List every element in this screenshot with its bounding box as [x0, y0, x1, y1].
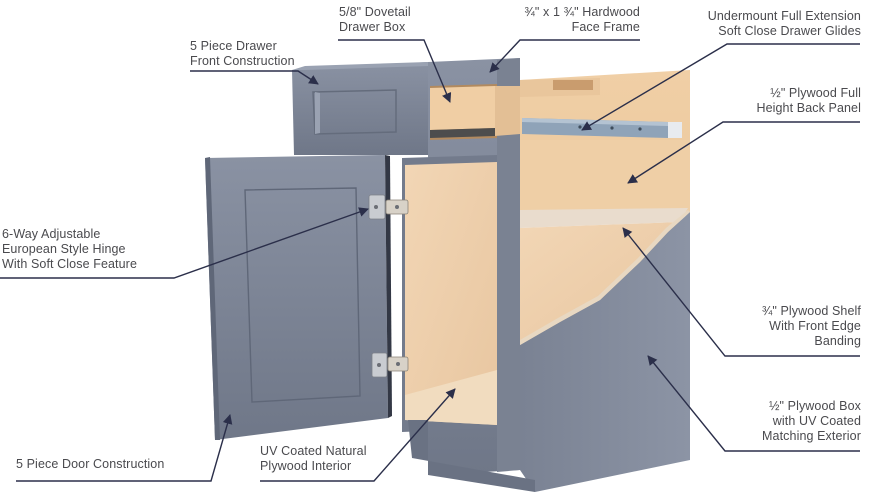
callout-shelf: ¾" Plywood Shelf With Front Edge Banding: [762, 304, 861, 349]
callout-line: 5 Piece Door Construction: [16, 457, 165, 471]
drawer-front: [292, 62, 428, 155]
callout-line: European Style Hinge: [2, 242, 126, 256]
callout-hinge: 6-Way Adjustable European Style Hinge Wi…: [2, 227, 137, 272]
callout-door: 5 Piece Door Construction: [16, 457, 164, 472]
callout-line: ¾" Plywood Shelf: [761, 304, 861, 318]
callout-drawer-front: 5 Piece Drawer Front Construction: [190, 39, 295, 69]
callout-line: Undermount Full Extension: [707, 9, 861, 23]
callout-dovetail-box: 5/8" Dovetail Drawer Box: [339, 5, 411, 35]
callout-line: ¾" x 1 ¾" Hardwood: [524, 5, 640, 19]
callout-back-panel: ½" Plywood Full Height Back Panel: [756, 86, 861, 116]
callout-face-frame: ¾" x 1 ¾" Hardwood Face Frame: [524, 5, 640, 35]
callout-line: Soft Close Drawer Glides: [718, 24, 861, 38]
side-panel: [520, 210, 690, 492]
callout-line: Plywood Interior: [260, 459, 352, 473]
callout-drawer-glides: Undermount Full Extension Soft Close Dra…: [708, 9, 861, 39]
callout-line: Matching Exterior: [762, 429, 861, 443]
interior-lower: [520, 222, 680, 345]
callout-line: ½" Plywood Box: [769, 399, 861, 413]
callout-line: Drawer Box: [339, 20, 406, 34]
callout-line: Height Back Panel: [756, 101, 861, 115]
leader-lines: [0, 39, 860, 482]
callout-line: With Soft Close Feature: [2, 257, 137, 271]
callout-line: With Front Edge: [769, 319, 861, 333]
hinge-bottom: [371, 352, 409, 378]
callout-line: 5 Piece Drawer: [190, 39, 277, 53]
callout-interior: UV Coated Natural Plywood Interior: [260, 444, 367, 474]
callout-line: with UV Coated: [772, 414, 861, 428]
callout-line: 5/8" Dovetail: [339, 5, 411, 19]
callout-plywood-box: ½" Plywood Box with UV Coated Matching E…: [762, 399, 861, 444]
callout-line: Face Frame: [571, 20, 640, 34]
hinge-top: [368, 194, 409, 220]
callout-line: Banding: [814, 334, 861, 348]
toe-kick: [408, 420, 535, 492]
drawer-box: [430, 86, 520, 138]
door: [205, 155, 392, 440]
callout-line: ½" Plywood Full: [770, 86, 861, 100]
callout-line: 6-Way Adjustable: [2, 227, 101, 241]
callout-line: UV Coated Natural: [260, 444, 367, 458]
callout-line: Front Construction: [190, 54, 295, 68]
interior-upper: [520, 140, 690, 215]
